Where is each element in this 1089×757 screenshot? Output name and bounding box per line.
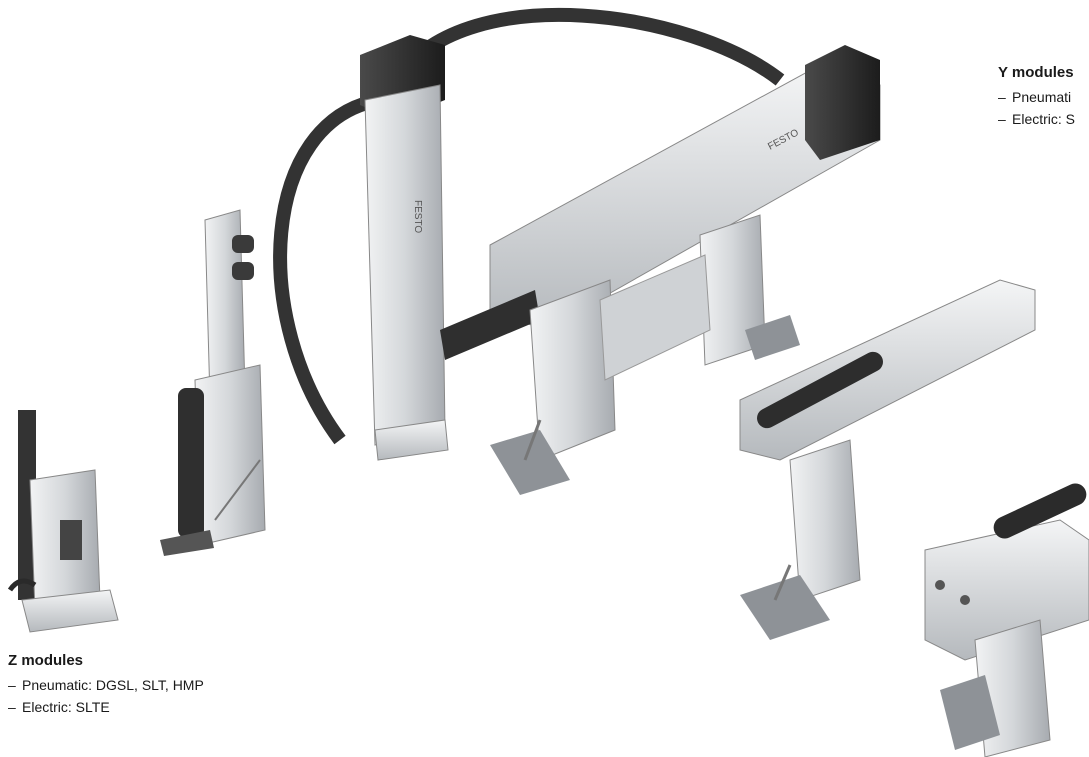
y-module-right	[739, 279, 1036, 640]
svg-text:FESTO: FESTO	[412, 200, 423, 233]
z-module-dgsl	[7, 410, 119, 633]
z-modules-caption: Z modules –Pneumatic: DGSL, SLT, HMP –El…	[8, 650, 204, 718]
list-item: –Electric: S	[998, 111, 1076, 127]
y-modules-heading: Y modules	[998, 64, 1074, 81]
gantry-frame	[490, 214, 800, 495]
cable-tube	[178, 388, 204, 538]
y-modules-list: –Pneumati –Electric: S	[998, 86, 1075, 130]
z-module-slte	[160, 209, 266, 556]
list-item: –Pneumatic: DGSL, SLT, HMP	[8, 677, 204, 693]
list-item: –Electric: SLTE	[8, 699, 110, 715]
gantry-z-axis: FESTO	[273, 7, 785, 461]
gantry-y-axis: FESTO	[440, 45, 881, 360]
module-bottom-right	[924, 483, 1089, 757]
cable-tube	[18, 410, 36, 600]
z-modules-heading: Z modules	[8, 652, 84, 669]
y-modules-caption: Y modules –Pneumati –Electric: S	[998, 62, 1075, 130]
z-modules-list: –Pneumatic: DGSL, SLT, HMP –Electric: SL…	[8, 674, 204, 718]
list-item: –Pneumati	[998, 89, 1072, 105]
